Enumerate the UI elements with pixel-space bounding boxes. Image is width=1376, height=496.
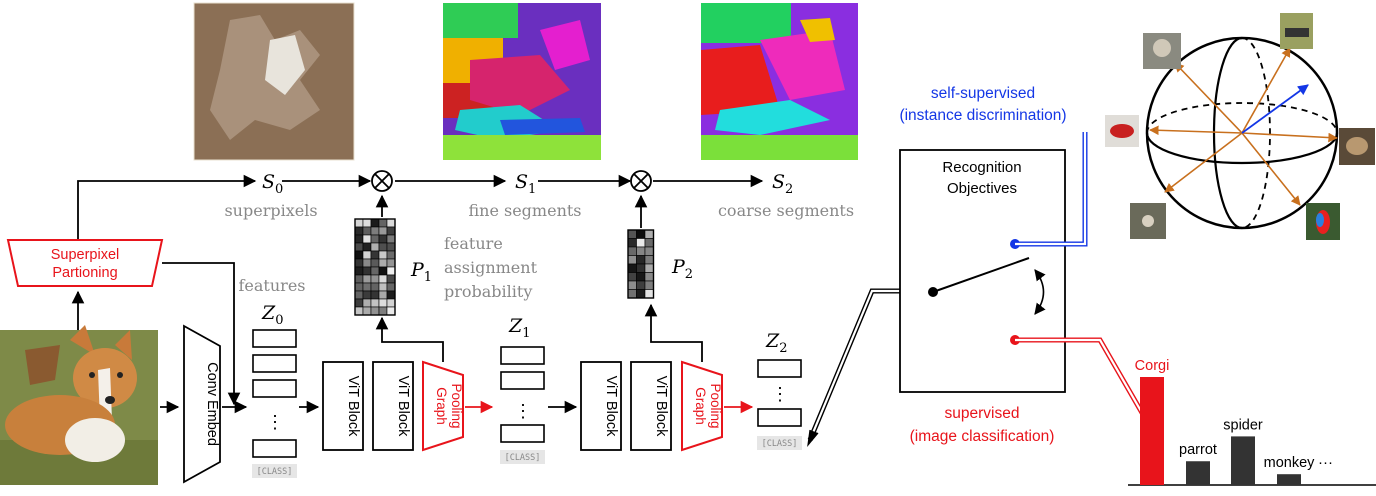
vit-block-1b: ViT Block bbox=[372, 361, 414, 451]
z0-token-stack: ⋮ [CLASS] bbox=[252, 329, 297, 478]
supervised-subtitle: (image classification) bbox=[910, 428, 1055, 445]
superpixel-image bbox=[193, 2, 355, 161]
embedding-sphere bbox=[1105, 13, 1375, 240]
input-corgi-photo bbox=[0, 325, 158, 485]
svg-text:Recognition: Recognition bbox=[942, 159, 1021, 176]
vit-block-2a: ViT Block bbox=[580, 361, 622, 451]
z0-label: Z0 bbox=[261, 302, 283, 328]
vit-block-2b: ViT Block bbox=[630, 361, 672, 451]
superpixel-partioning-box: Superpixel Partioning bbox=[6, 239, 164, 287]
bar-monkey bbox=[1277, 474, 1301, 485]
feature-caption-line2: assignment bbox=[444, 258, 538, 277]
p1-label: P1 bbox=[410, 259, 432, 285]
parrot-thumbnail bbox=[1306, 203, 1340, 240]
vit-block-1a: ViT Block bbox=[322, 361, 364, 451]
supervised-label: supervised bbox=[945, 405, 1020, 422]
self-supervised-label: self-supervised bbox=[931, 85, 1035, 102]
p2-assignment-matrix bbox=[627, 229, 655, 299]
svg-text:Partioning: Partioning bbox=[52, 265, 117, 281]
svg-text:Pooling: Pooling bbox=[449, 383, 464, 428]
bar-spider bbox=[1231, 436, 1255, 485]
s0-label: S0 bbox=[262, 171, 283, 197]
bar-corgi bbox=[1140, 377, 1164, 485]
supervised-link bbox=[1015, 337, 1148, 420]
svg-text:Superpixel: Superpixel bbox=[51, 247, 120, 263]
multiply-node-2 bbox=[630, 170, 652, 192]
feature-caption-line3: probability bbox=[444, 282, 532, 301]
svg-text:ViT Block: ViT Block bbox=[345, 376, 361, 437]
features-caption: features bbox=[239, 276, 306, 295]
s2-label: S2 bbox=[772, 171, 793, 197]
p1-assignment-matrix bbox=[354, 218, 396, 316]
fine-segments-caption: fine segments bbox=[468, 201, 581, 220]
z2-label: Z2 bbox=[765, 330, 787, 356]
graph-pooling-2: Graph Pooling bbox=[681, 360, 723, 452]
bar-label-monkey: monkey bbox=[1264, 455, 1316, 471]
conv-embed-block: Conv Embed bbox=[183, 324, 221, 484]
bar-label-parrot: parrot bbox=[1179, 442, 1217, 458]
svg-text:[CLASS]: [CLASS] bbox=[762, 439, 798, 449]
z1-token-stack: ⋮ [CLASS] bbox=[500, 346, 545, 464]
dog-thumbnail bbox=[1280, 13, 1313, 49]
svg-text:[CLASS]: [CLASS] bbox=[505, 453, 541, 463]
spider-thumbnail bbox=[1130, 203, 1166, 239]
svg-text:⋮: ⋮ bbox=[771, 384, 789, 404]
s1-label: S1 bbox=[515, 171, 536, 197]
fine-segments-image bbox=[443, 3, 601, 160]
svg-text:⋮: ⋮ bbox=[266, 412, 284, 432]
svg-text:Pooling: Pooling bbox=[708, 383, 723, 428]
self-supervised-link bbox=[1015, 132, 1088, 247]
svg-text:Objectives: Objectives bbox=[947, 180, 1017, 197]
feature-caption-line1: feature bbox=[444, 234, 503, 253]
bar-label-corgi: Corgi bbox=[1135, 358, 1170, 374]
classification-bar-chart: Corgi parrot spider monkey··· bbox=[1128, 358, 1376, 486]
svg-text:[CLASS]: [CLASS] bbox=[257, 467, 293, 477]
z1-label: Z1 bbox=[508, 315, 530, 341]
self-supervised-subtitle: (instance discrimination) bbox=[899, 107, 1066, 124]
multiply-node-1 bbox=[371, 170, 393, 192]
bar-label-spider: spider bbox=[1223, 417, 1263, 433]
svg-text:⋮: ⋮ bbox=[514, 401, 532, 421]
graph-pooling-1: Graph Pooling bbox=[422, 360, 464, 452]
top-branch bbox=[77, 174, 764, 240]
superpixels-caption: superpixels bbox=[224, 201, 317, 220]
p2-label: P2 bbox=[671, 256, 693, 282]
svg-text:ViT Block: ViT Block bbox=[603, 376, 619, 437]
food-thumbnail bbox=[1105, 115, 1139, 147]
svg-text:ViT Block: ViT Block bbox=[395, 376, 411, 437]
svg-text:ViT Block: ViT Block bbox=[653, 376, 669, 437]
z2-token-stack: ⋮ [CLASS] bbox=[757, 359, 802, 450]
svg-text:Conv Embed: Conv Embed bbox=[204, 362, 220, 446]
cat-thumbnail bbox=[1339, 128, 1375, 165]
bar-parrot bbox=[1186, 461, 1210, 485]
svg-text:Graph: Graph bbox=[693, 387, 708, 425]
coarse-segments-caption: coarse segments bbox=[718, 201, 854, 220]
recognition-objectives-box: Recognition Objectives bbox=[899, 149, 1066, 393]
bar-ellipsis: ··· bbox=[1318, 454, 1333, 471]
monkey-thumbnail bbox=[1143, 33, 1181, 69]
coarse-segments-image bbox=[701, 3, 858, 160]
svg-text:Graph: Graph bbox=[434, 387, 449, 425]
